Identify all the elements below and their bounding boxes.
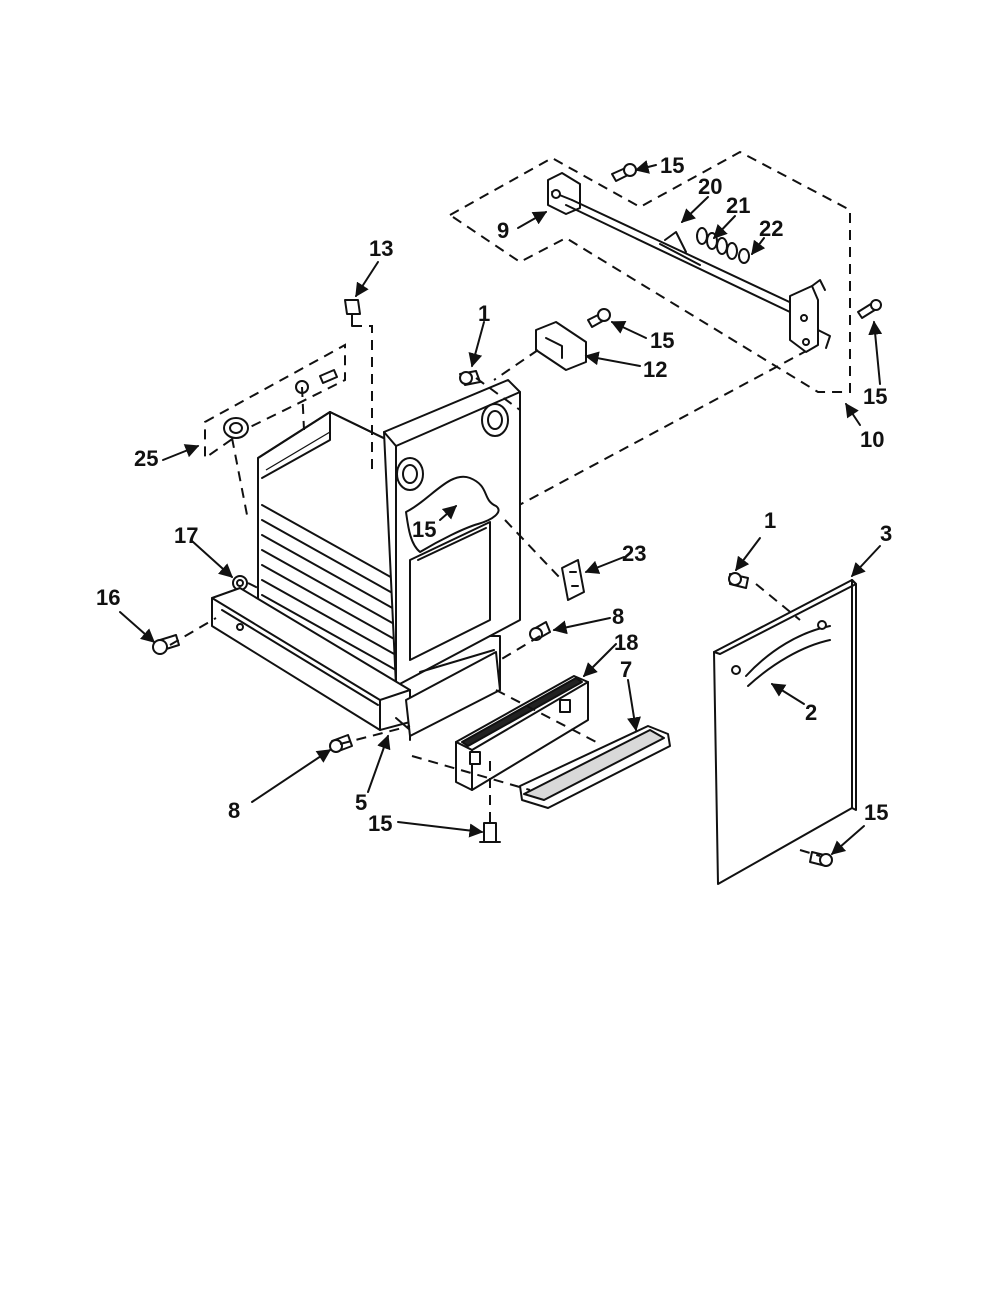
callout-15-side: 15 (863, 384, 887, 409)
callout-25: 25 (134, 446, 158, 471)
callout-20: 20 (698, 174, 722, 199)
screw-8-right (529, 621, 551, 641)
screw-right-15 (857, 299, 882, 319)
callout-16: 16 (96, 585, 120, 610)
group-25-dashed-outline (204, 343, 346, 460)
part-25-knob (223, 417, 249, 439)
group-10-dashed-outline (448, 150, 851, 511)
nut-17 (232, 575, 248, 591)
callout-13: 13 (369, 236, 393, 261)
callout-8-right: 8 (612, 604, 624, 629)
leader-arrows (119, 160, 883, 855)
screw-12-15 (587, 308, 611, 328)
screw-16 (152, 634, 180, 655)
callout-7: 7 (620, 657, 632, 682)
callout-10: 10 (860, 427, 884, 452)
callout-15-top: 15 (660, 153, 684, 178)
callout-21: 21 (726, 193, 750, 218)
screw-13 (344, 299, 361, 327)
part-23-latch (561, 559, 585, 601)
callout-9: 9 (497, 218, 509, 243)
part-18-tray-rail (455, 675, 589, 791)
callout-15-door: 15 (864, 800, 888, 825)
main-cabinet-frame (211, 379, 521, 741)
callout-labels: 15 9 20 21 22 13 1 15 12 15 10 25 15 17 … (96, 153, 892, 836)
screw-top-15 (611, 163, 637, 182)
callout-22: 22 (759, 216, 783, 241)
part-12-bracket (535, 321, 587, 371)
screw-15-bottom (479, 822, 501, 843)
part-10-rod-assembly (547, 172, 831, 353)
callout-15-upper: 15 (650, 328, 674, 353)
screw-1-door (728, 572, 749, 589)
callout-5: 5 (355, 790, 367, 815)
callout-15-mid: 15 (412, 517, 436, 542)
callout-3: 3 (880, 521, 892, 546)
callout-8-left: 8 (228, 798, 240, 823)
callout-1-right: 1 (764, 508, 776, 533)
callout-15-bottom: 15 (368, 811, 392, 836)
callout-17: 17 (174, 523, 198, 548)
callout-2: 2 (805, 700, 817, 725)
assembly-guide-lines (169, 325, 821, 857)
callout-12: 12 (643, 357, 667, 382)
part-7-front-trim (519, 725, 671, 809)
callout-23: 23 (622, 541, 646, 566)
screw-15-door (809, 851, 833, 867)
callout-18: 18 (614, 630, 638, 655)
callout-1-top: 1 (478, 301, 490, 326)
part-3-door-panel (713, 579, 857, 885)
